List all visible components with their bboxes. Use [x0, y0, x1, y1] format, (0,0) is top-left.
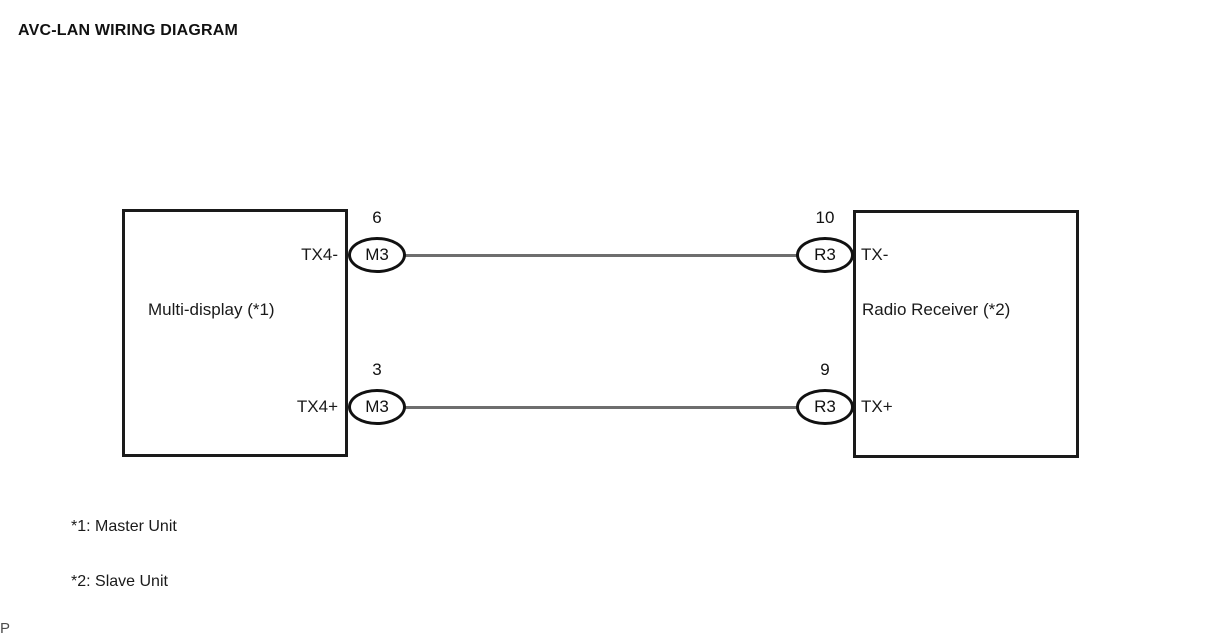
terminal-label-tx4-minus: TX4-	[301, 245, 338, 264]
connector-r3-bottom: R3	[796, 389, 854, 425]
pin-number-m3-6: 6	[372, 208, 382, 227]
wire-tx-plus	[400, 406, 804, 409]
figure-code: P	[0, 620, 11, 637]
unit-caption-multi-display: Multi-display (*1)	[148, 300, 275, 319]
connector-m3-bottom: M3	[348, 389, 406, 425]
page-title: AVC-LAN WIRING DIAGRAM	[18, 22, 239, 39]
wire-tx-minus	[400, 254, 804, 257]
terminal-label-tx4-plus: TX4+	[296, 397, 338, 416]
terminal-label-tx-minus: TX-	[861, 245, 889, 264]
unit-caption-radio-receiver: Radio Receiver (*2)	[862, 300, 1011, 319]
connector-m3-top: M3	[348, 237, 406, 273]
footnote-master-unit: *1: Master Unit	[71, 518, 177, 535]
unit-box-multi-display	[122, 209, 348, 457]
terminal-label-tx-plus: TX+	[861, 397, 893, 416]
connector-r3-top: R3	[796, 237, 854, 273]
pin-number-m3-3: 3	[372, 360, 382, 379]
pin-number-r3-10: 10	[815, 208, 835, 227]
pin-number-r3-9: 9	[820, 360, 830, 379]
footnote-slave-unit: *2: Slave Unit	[71, 573, 168, 590]
unit-box-radio-receiver	[853, 210, 1079, 458]
